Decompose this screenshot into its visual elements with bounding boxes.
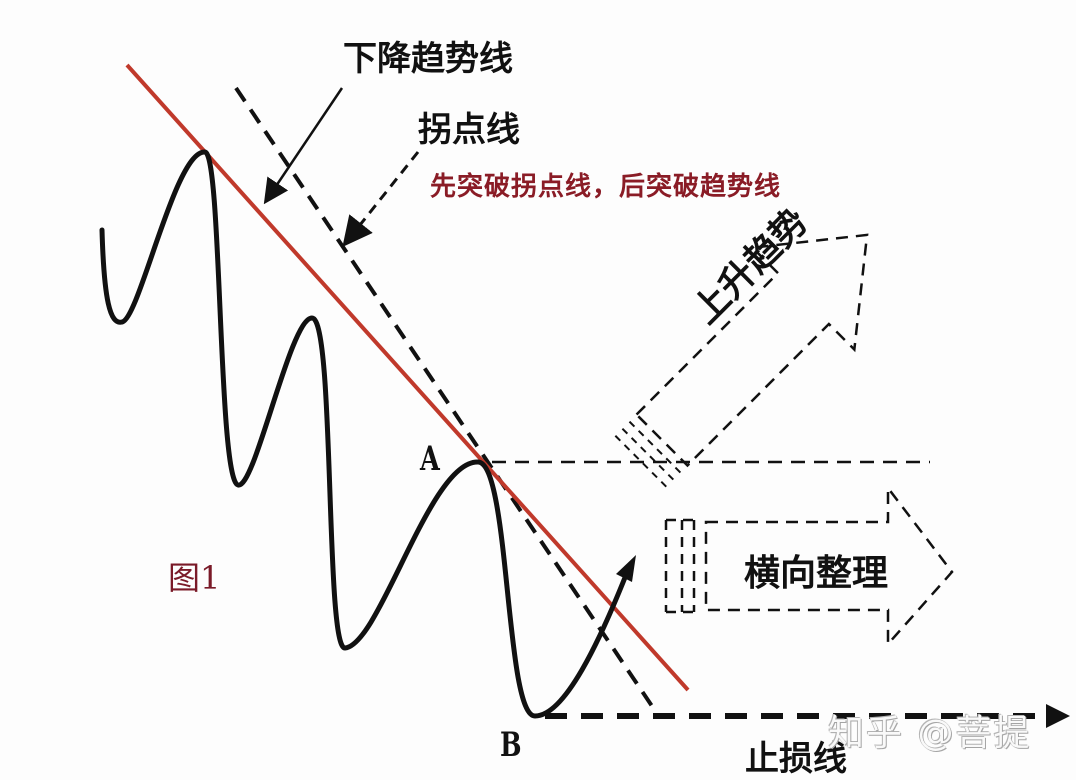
price-arrowhead: [616, 555, 636, 582]
break-note-label: 先突破拐点线，后突破趋势线: [430, 172, 782, 202]
downtrend-pointer-arrow: [263, 87, 344, 205]
stop-loss-label: 止损线: [745, 739, 847, 779]
price-curve: [99, 149, 629, 719]
pivot-line-label: 拐点线: [418, 110, 520, 150]
pivot-line: [234, 86, 658, 714]
downtrend-line-label: 下降趋势线: [343, 39, 513, 79]
pivot-pointer-arrow: [342, 151, 420, 248]
sideways-label: 横向整理: [744, 553, 889, 594]
sideways-arrow: [664, 484, 954, 648]
uptrend-arrow: [614, 233, 869, 488]
point-a-label: A: [420, 439, 440, 479]
stop-loss-arrowhead: [1046, 704, 1070, 728]
downtrend-line: [125, 63, 690, 692]
figure-label: 图1: [168, 559, 221, 597]
point-b-label: B: [500, 725, 522, 765]
watermark: 知乎 @菩提: [828, 713, 1032, 754]
